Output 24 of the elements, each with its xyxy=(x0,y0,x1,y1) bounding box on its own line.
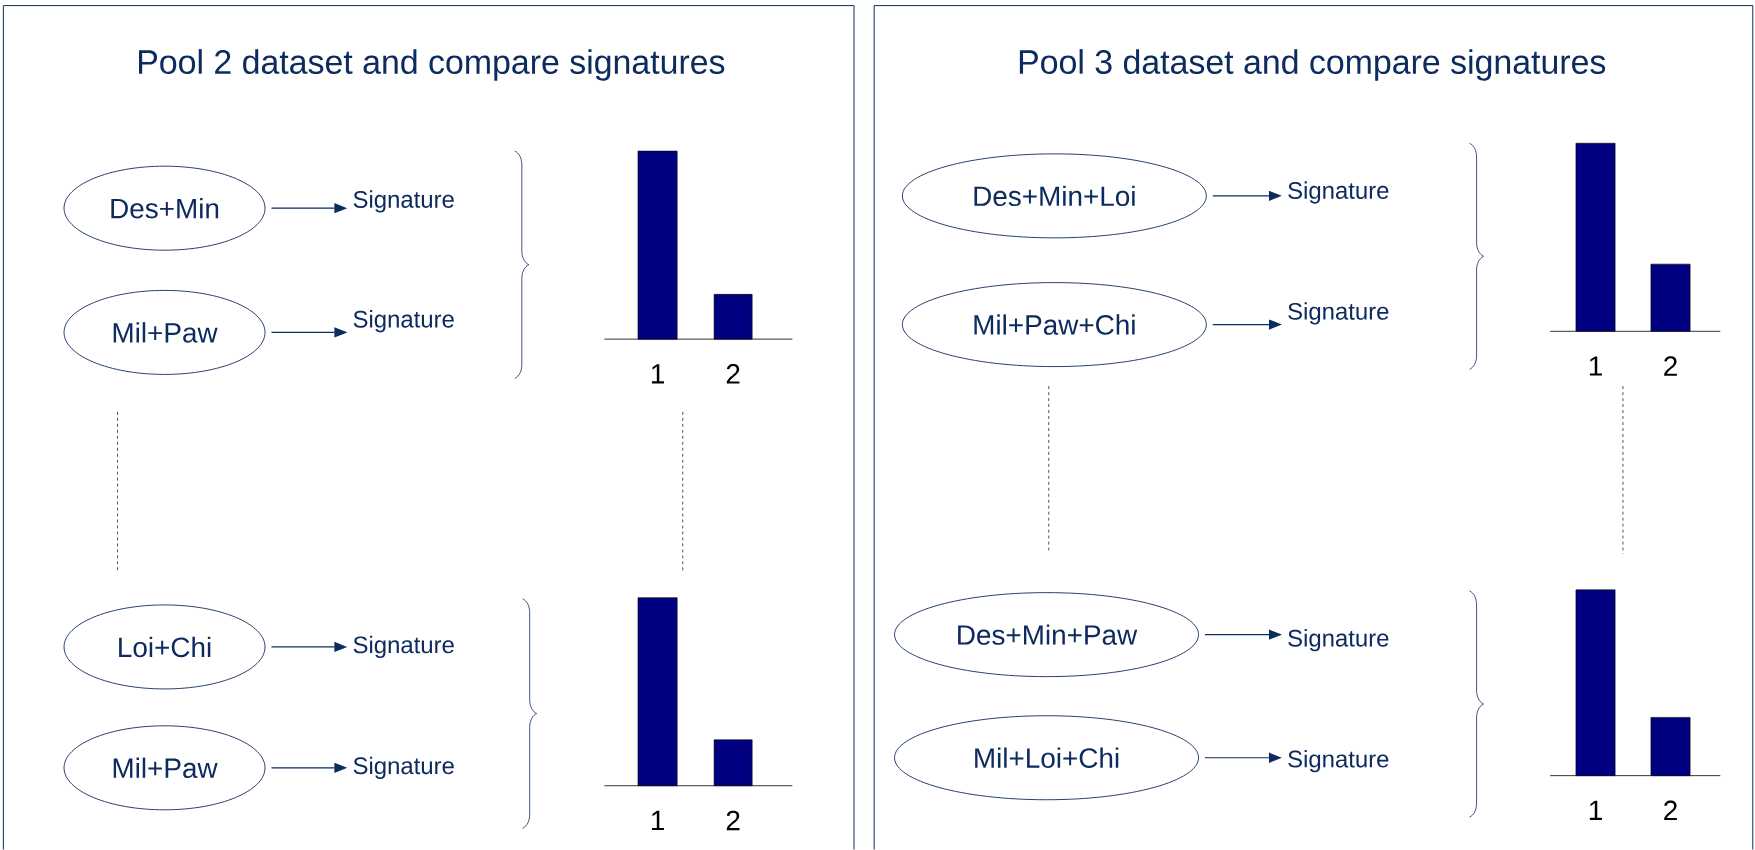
axis-label: 1 xyxy=(651,364,664,384)
signature-label: Signature xyxy=(353,756,454,780)
signature-label: Signature xyxy=(353,636,454,659)
axis-label: 1 xyxy=(1589,356,1602,376)
ellipse-node: Mil+Paw xyxy=(63,290,266,376)
axis-label: 1 xyxy=(1589,801,1602,821)
ellipse-node: Mil+Paw+Chi xyxy=(901,282,1207,368)
signature-label: Signature xyxy=(1288,629,1389,652)
axis-label: 2 xyxy=(1664,800,1677,821)
ellipse-node: Des+Min xyxy=(63,165,266,251)
ellipse-node: Loi+Chi xyxy=(63,604,266,690)
axis-label: 2 xyxy=(1664,356,1677,376)
axis-label: 2 xyxy=(726,810,740,831)
ellipse-node: Mil+Paw xyxy=(63,725,266,811)
signature-label: Signature xyxy=(353,190,454,213)
ellipse-node: Des+Min+Paw xyxy=(894,592,1199,678)
signature-label: Signature xyxy=(1288,750,1389,773)
ellipse-node: Des+Min+Loi xyxy=(901,153,1207,239)
signature-label: Signature xyxy=(353,310,454,333)
ellipse-node: Mil+Loi+Chi xyxy=(894,715,1199,801)
axis-label: 1 xyxy=(651,811,664,831)
signature-label: Signature xyxy=(1288,302,1389,325)
signature-label: Signature xyxy=(1288,181,1389,204)
axis-label: 2 xyxy=(726,364,740,384)
